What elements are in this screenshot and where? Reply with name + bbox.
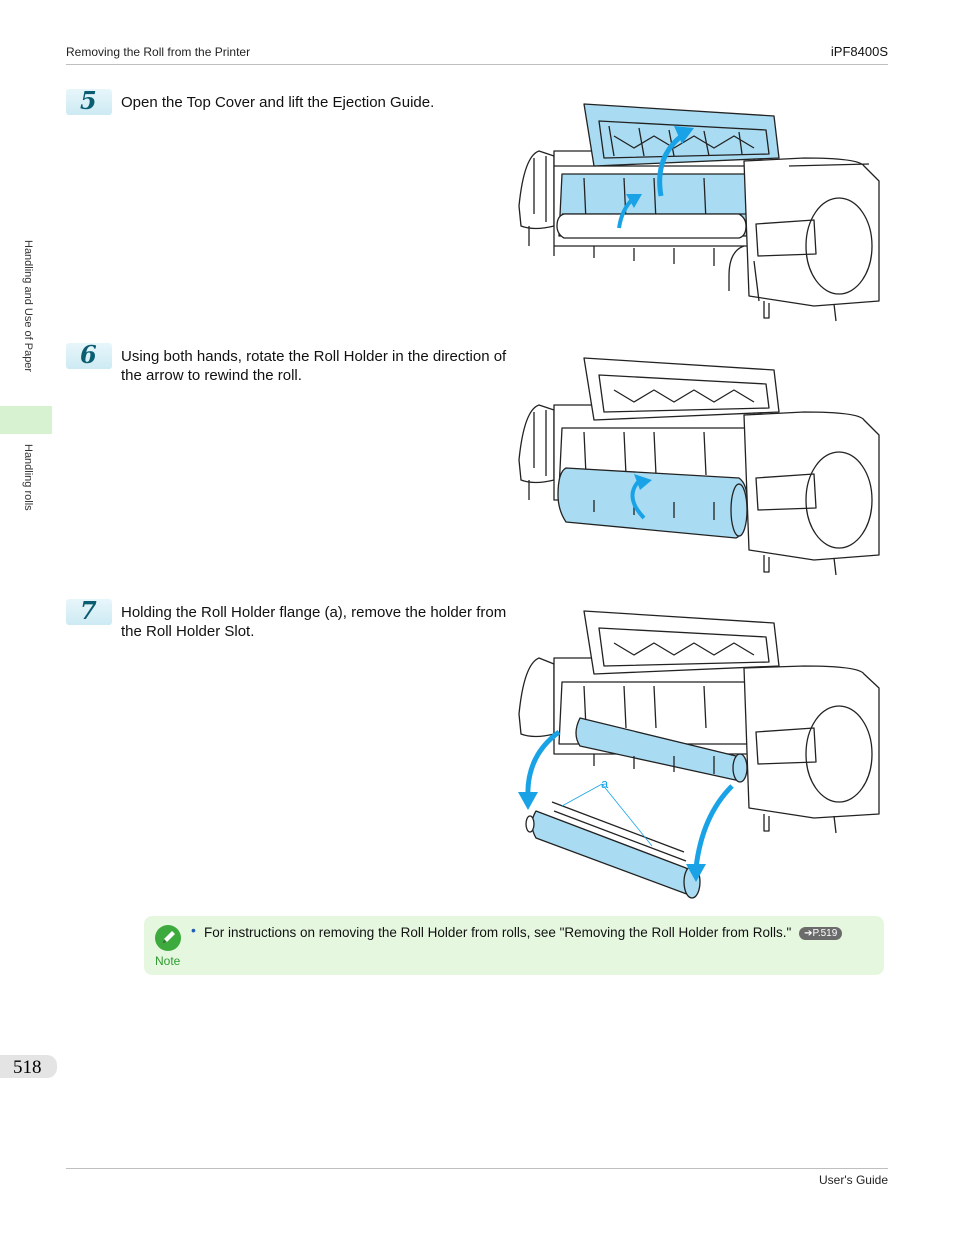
sidebar-chapter-label: Handling and Use of Paper <box>22 240 34 373</box>
step-5-badge: 5 <box>66 86 112 115</box>
step-5-text: Open the Top Cover and lift the Ejection… <box>121 94 435 111</box>
step-5-number: 5 <box>80 86 97 115</box>
figure-rewind-roll <box>518 357 880 576</box>
note-box: Note • For instructions on removing the … <box>144 916 884 975</box>
step-6-text: Using both hands, rotate the Roll Holder… <box>121 348 507 384</box>
page-number-tab <box>0 1055 57 1078</box>
step-6-number: 6 <box>80 340 97 369</box>
running-header-model: iPF8400S <box>830 44 888 59</box>
step-6-badge: 6 <box>66 340 112 369</box>
step-7-badge: 7 <box>66 596 112 625</box>
step-7-number: 7 <box>80 596 97 625</box>
sidebar-section-tab[interactable] <box>0 406 52 434</box>
footer-guide-title: User's Guide <box>819 1173 888 1187</box>
step-7-text: Holding the Roll Holder flange (a), remo… <box>121 604 507 640</box>
figure-remove-roll-holder: a <box>518 610 880 899</box>
note-text: For instructions on removing the Roll Ho… <box>204 925 792 940</box>
note-bullet: • <box>191 922 196 938</box>
page-reference-link[interactable]: ➔P.519 <box>799 927 843 940</box>
footer-divider <box>66 1168 888 1169</box>
sidebar-section-label: Handling rolls <box>22 444 34 511</box>
callout-a: a <box>601 776 609 791</box>
note-pencil-icon <box>155 925 181 951</box>
figure-open-top-cover <box>518 103 880 322</box>
page-number: 518 <box>13 1057 42 1078</box>
note-text-line: For instructions on removing the Roll Ho… <box>204 925 843 940</box>
header-divider <box>66 64 888 65</box>
running-header-section: Removing the Roll from the Printer <box>66 45 251 59</box>
note-label: Note <box>155 954 181 968</box>
